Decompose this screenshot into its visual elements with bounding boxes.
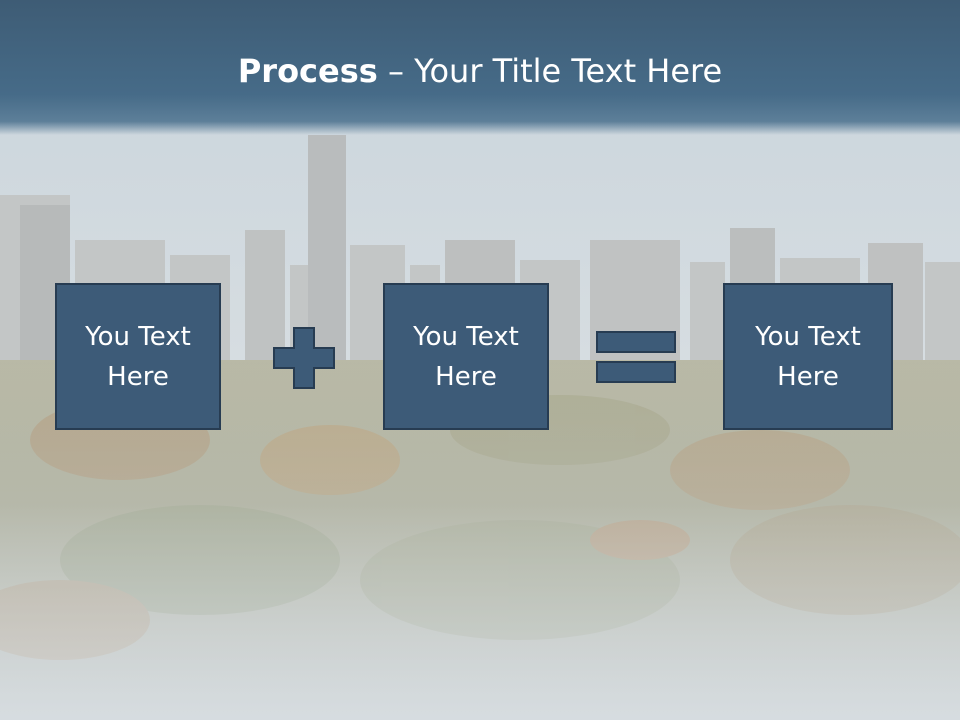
- equals-icon: [596, 331, 676, 383]
- process-box-2-text: You Text Here: [413, 321, 519, 392]
- slide-title-bold: Process: [237, 52, 378, 90]
- process-box-2[interactable]: You Text Here: [383, 283, 549, 430]
- slide-title-rest: – Your Title Text Here: [377, 52, 723, 90]
- process-box-3[interactable]: You Text Here: [723, 283, 893, 430]
- process-box-3-text: You Text Here: [755, 321, 861, 392]
- slide-title: Process – Your Title Text Here: [0, 52, 960, 90]
- plus-icon: [273, 327, 335, 389]
- process-box-1[interactable]: You Text Here: [55, 283, 221, 430]
- process-box-1-text: You Text Here: [85, 321, 191, 392]
- title-band: [0, 0, 960, 135]
